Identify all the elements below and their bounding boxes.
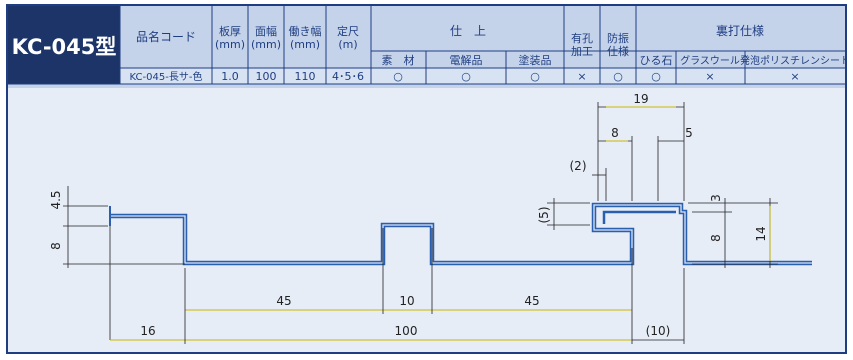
header-name: 品名コード — [136, 29, 196, 44]
dim-16: 16 — [140, 324, 155, 338]
header-length-unit: (m) — [338, 38, 357, 51]
header-face-width-label: 面幅 — [255, 25, 277, 38]
dim-4-5: 4.5 — [49, 190, 63, 209]
header-length-label: 定尺 — [337, 24, 359, 38]
row-painted: ○ — [530, 70, 540, 83]
dim-10-paren: (10) — [646, 324, 671, 338]
dim-2: (2) — [570, 159, 587, 173]
row-anti-vibration: ○ — [613, 70, 623, 83]
dim-8-top: 8 — [611, 126, 619, 140]
header-anti-vibration-line2: 仕様 — [607, 44, 629, 58]
spec-table: KC-045型 品名コード 板厚 (mm) 面幅 (mm) 働き幅 (mm) 定… — [8, 6, 845, 88]
left-dimension-lines — [63, 186, 185, 340]
bottom-dimension-lines — [110, 309, 632, 341]
header-perforation-line2: 加工 — [571, 45, 593, 58]
model-cell — [8, 6, 120, 84]
dim-45-left: 45 — [276, 294, 291, 308]
header-anti-vibration-line1: 防振 — [607, 31, 629, 45]
row-polystyrene: × — [790, 70, 799, 83]
header-perforation-line1: 有孔 — [571, 31, 593, 45]
cross-section-drawing: 4.5 8 45 10 45 16 100 (10) — [49, 92, 812, 344]
row-thickness: 1.0 — [221, 70, 239, 83]
dim-8-left: 8 — [49, 242, 63, 250]
subheader-painted: 塗装品 — [519, 53, 552, 67]
header-working-width-label: 働き幅 — [289, 25, 322, 38]
header-working-width-unit: (mm) — [290, 38, 320, 51]
subheader-polystyrene: 発泡ポリスチレンシート — [740, 54, 845, 67]
row-name: KC-045-長サ-色 — [130, 70, 203, 83]
bottom-extension-lines — [184, 228, 685, 344]
dim-8-right: 8 — [709, 234, 723, 242]
dim-5-left: (5) — [537, 207, 551, 224]
spec-sheet: KC-045型 品名コード 板厚 (mm) 面幅 (mm) 働き幅 (mm) 定… — [6, 4, 847, 354]
row-length: 4･5･6 — [332, 70, 364, 83]
row-perforation: × — [577, 70, 586, 83]
subheader-electro: 電解品 — [450, 53, 483, 67]
top-dimension-highlights — [606, 106, 676, 142]
header-backing: 裏打仕様 — [716, 23, 764, 38]
row-electro: ○ — [461, 70, 471, 83]
table-grid — [8, 6, 845, 85]
dim-3: 3 — [709, 194, 723, 202]
header-finish: 仕 上 — [450, 24, 486, 38]
subheader-glasswool: グラスウール — [680, 54, 740, 67]
row-face-width: 100 — [256, 70, 277, 83]
row-working-width: 110 — [295, 70, 316, 83]
header-face-width-unit: (mm) — [251, 38, 281, 51]
dim-100: 100 — [395, 324, 418, 338]
subheader-raw: 素 材 — [382, 53, 415, 67]
header-thickness-unit: (mm) — [215, 38, 245, 51]
model-title: KC-045型 — [12, 35, 117, 59]
panel-profile — [109, 202, 812, 266]
dim-19: 19 — [633, 92, 648, 106]
row-raw: ○ — [393, 70, 403, 83]
dim-10: 10 — [399, 294, 414, 308]
row-vermiculite: ○ — [651, 70, 661, 83]
subheader-vermiculite: ひる石 — [640, 54, 673, 67]
dim-14: 14 — [754, 226, 768, 241]
dim-5: 5 — [685, 126, 693, 140]
data-row-background — [120, 68, 845, 84]
header-thickness-label: 板厚 — [219, 24, 241, 38]
top-dimension-lines — [547, 102, 685, 230]
dim-45-right: 45 — [524, 294, 539, 308]
row-glasswool: × — [705, 70, 714, 83]
